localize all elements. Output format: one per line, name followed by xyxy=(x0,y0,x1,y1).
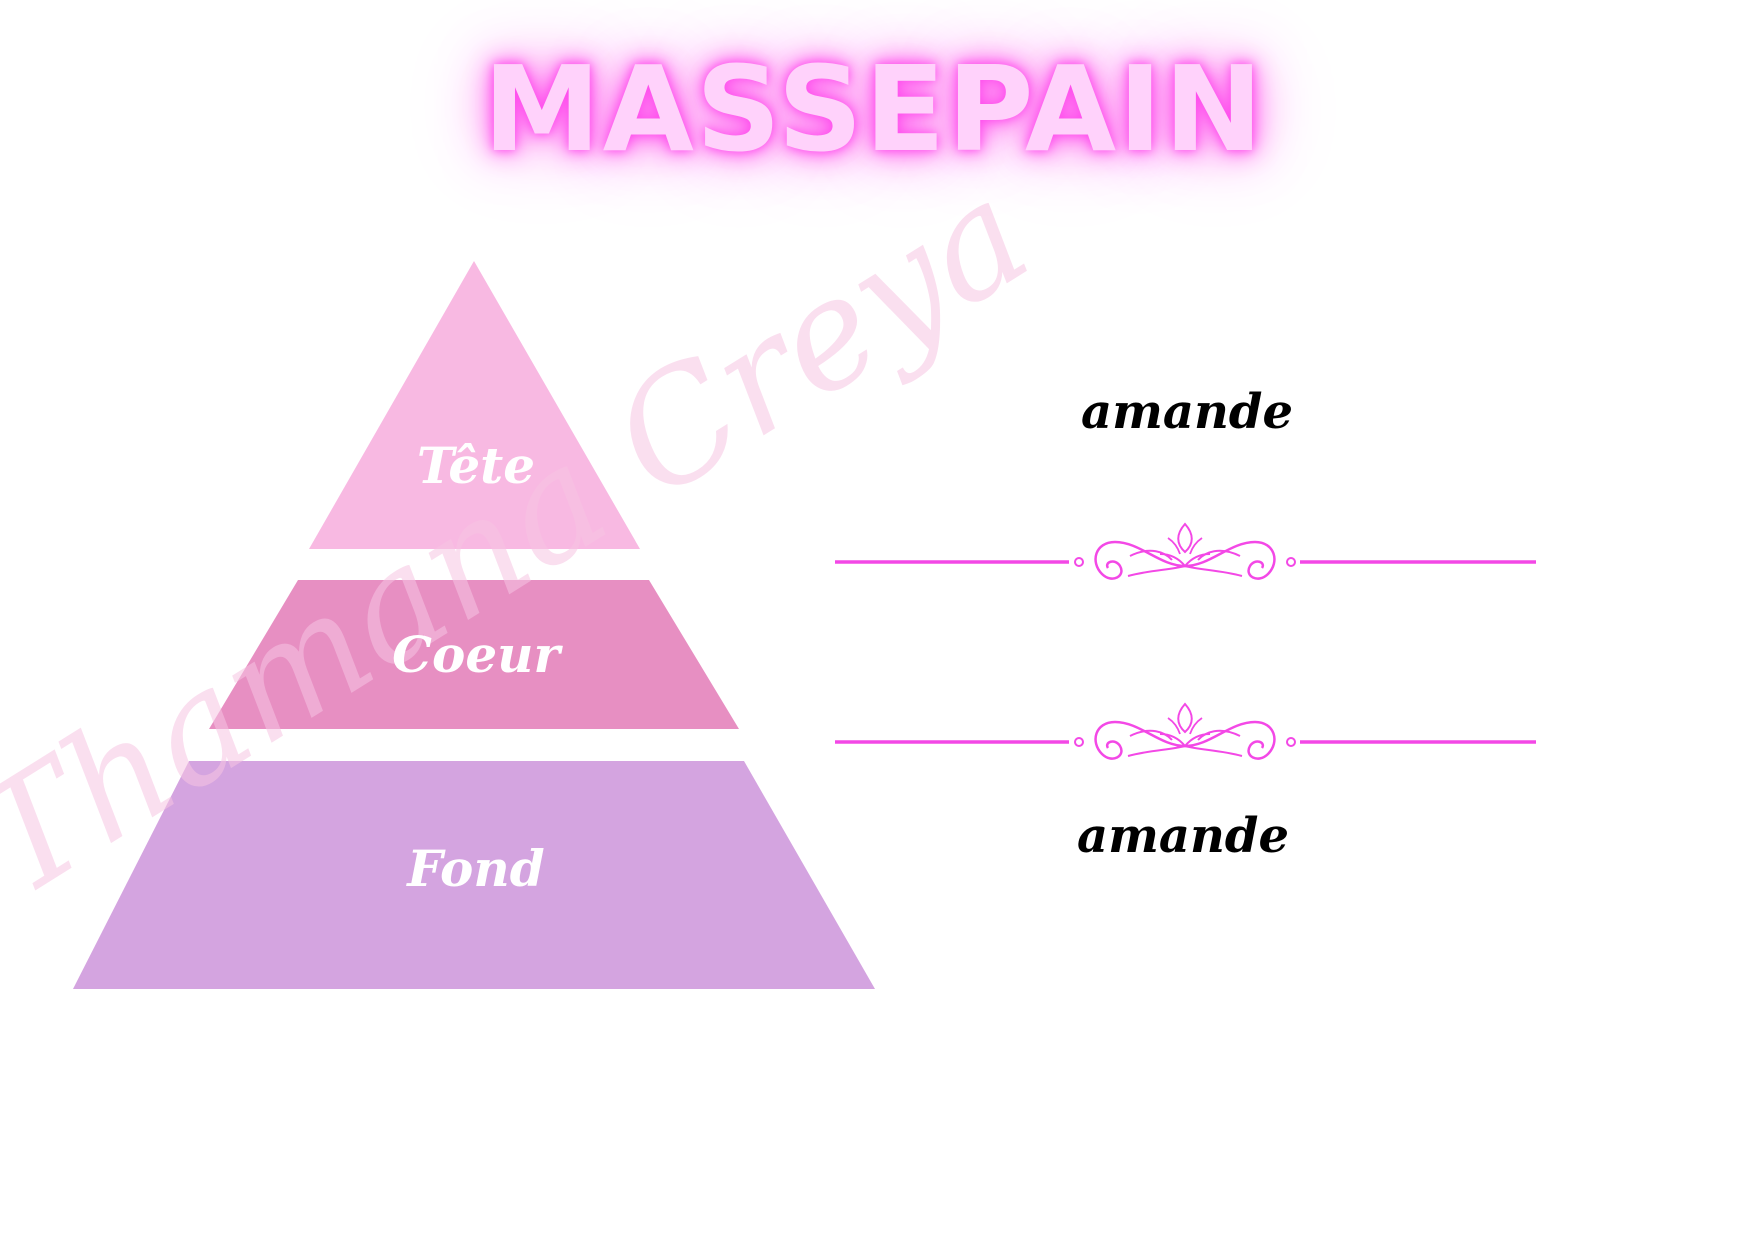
ornament-divider-2 xyxy=(835,702,1536,760)
tier-label-top: Tête xyxy=(417,436,535,495)
pyramid-tier-middle xyxy=(209,580,739,729)
note-bottom: amande xyxy=(1077,808,1289,864)
ornament-divider-1 xyxy=(835,522,1536,580)
pyramid-tier-top xyxy=(309,261,640,549)
tier-label-middle: Coeur xyxy=(392,625,563,684)
page-title: MASSEPAIN xyxy=(483,40,1265,178)
tier-label-bottom: Fond xyxy=(405,839,544,898)
pyramid-tier-bottom xyxy=(73,761,875,989)
note-top: amande xyxy=(1081,384,1293,440)
